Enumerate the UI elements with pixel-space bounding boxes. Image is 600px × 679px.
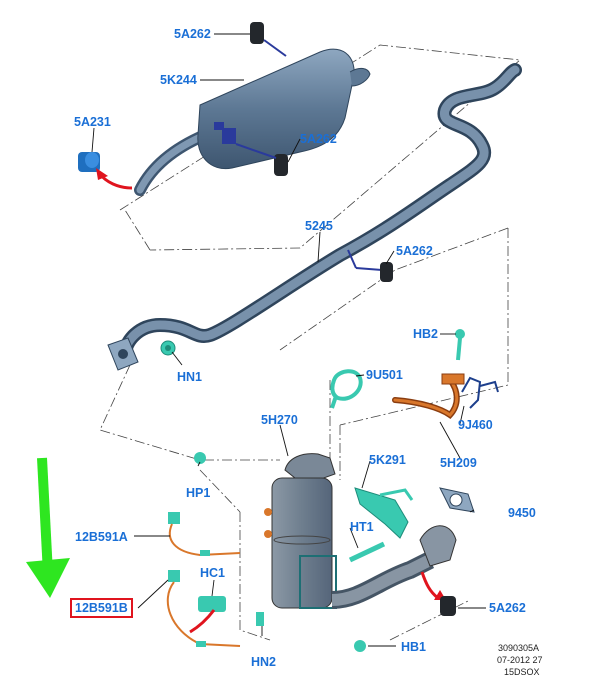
catalytic-converter bbox=[264, 453, 457, 609]
clip-HC1 bbox=[198, 596, 226, 612]
red-curved-arrow-icon bbox=[420, 571, 439, 600]
callout-HB2: HB2 bbox=[413, 327, 439, 341]
callout-9450: 9450 bbox=[508, 506, 536, 520]
rubber-insulator-bottom bbox=[440, 596, 456, 616]
gasket-9450 bbox=[439, 487, 475, 513]
callout-12B591B: 12B591B bbox=[70, 598, 133, 618]
bolt-HB2 bbox=[455, 329, 465, 361]
callout-5A262-top: 5A262 bbox=[174, 27, 211, 41]
hanger-5A262-pipe bbox=[347, 249, 393, 282]
red-curved-arrow-icon bbox=[189, 609, 216, 634]
rear-muffler bbox=[134, 48, 371, 196]
figure-code: 15DSOX bbox=[504, 667, 540, 677]
bracket-5K291 bbox=[354, 487, 414, 539]
nut-HN1 bbox=[160, 340, 176, 356]
callout-HP1: HP1 bbox=[186, 486, 211, 500]
figure-date: 07-2012 27 bbox=[497, 655, 543, 665]
callout-HC1: HC1 bbox=[200, 566, 226, 580]
callout-9U501: 9U501 bbox=[366, 368, 403, 382]
green-down-arrow-icon bbox=[26, 457, 70, 598]
callout-5A231: 5A231 bbox=[74, 115, 111, 129]
plug-HP1 bbox=[194, 452, 206, 464]
leader-lines bbox=[91, 33, 486, 647]
pipe-5H209 bbox=[392, 373, 465, 419]
callout-9J460: 9J460 bbox=[458, 418, 493, 432]
callout-5K244: 5K244 bbox=[160, 73, 197, 87]
bracket-9J460 bbox=[461, 376, 499, 409]
callout-HT1: HT1 bbox=[350, 520, 374, 534]
intermediate-pipe bbox=[107, 63, 522, 371]
clamp-5A231 bbox=[78, 152, 100, 172]
callout-5A262-pipe: 5A262 bbox=[396, 244, 433, 258]
callout-5H209: 5H209 bbox=[440, 456, 477, 470]
callout-5A262-mid: 5A262 bbox=[300, 132, 337, 146]
rubber-insulator-top bbox=[250, 22, 287, 57]
callout-HB1: HB1 bbox=[401, 640, 427, 654]
sensor-12B591B bbox=[166, 570, 241, 647]
callout-HN1: HN1 bbox=[177, 370, 203, 384]
sensor-12B591A bbox=[168, 512, 241, 557]
bolt-HB1 bbox=[354, 640, 366, 652]
rubber-insulator-mid bbox=[235, 143, 288, 176]
nut-HN2 bbox=[256, 612, 264, 626]
bracket-9U501 bbox=[330, 369, 363, 409]
callout-5K291: 5K291 bbox=[369, 453, 406, 467]
figure-reference: 3090305A bbox=[498, 643, 540, 653]
callout-5245: 5245 bbox=[305, 219, 333, 233]
callout-12B591A: 12B591A bbox=[75, 530, 128, 544]
callout-5A262-bottom: 5A262 bbox=[489, 601, 526, 615]
callout-HN2: HN2 bbox=[251, 655, 277, 669]
callout-5H270: 5H270 bbox=[261, 413, 298, 427]
heat-sensor-HT1 bbox=[348, 541, 386, 563]
